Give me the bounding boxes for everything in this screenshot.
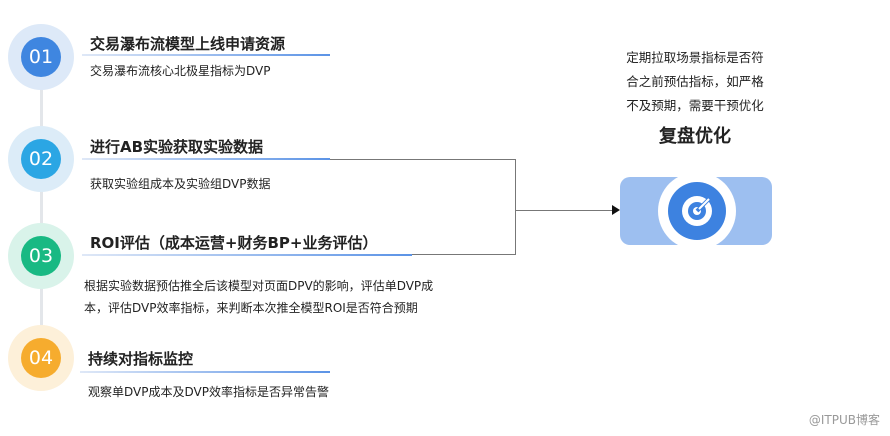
watermark: @ITPUB博客 bbox=[808, 413, 880, 427]
step-04-badge: 04 bbox=[8, 325, 74, 391]
connector-vertical bbox=[515, 159, 516, 254]
step-04-desc: 观察单DVP成本及DVP效率指标是否异常告警 bbox=[88, 385, 329, 399]
step-number: 02 bbox=[21, 139, 61, 179]
step-02-desc: 获取实验组成本及实验组DVP数据 bbox=[90, 177, 271, 191]
review-line: 不及预期，需要干预优化 bbox=[626, 98, 764, 113]
step-03-desc-line1: 根据实验数据预估推全后该模型对页面DPV的影响，评估单DVP成 bbox=[84, 279, 434, 293]
step-03-title: ROI评估（成本运营+财务BP+业务评估） bbox=[90, 234, 378, 252]
arrow-head-icon bbox=[612, 205, 620, 215]
step-02-title: 进行AB实验获取实验数据 bbox=[90, 138, 264, 156]
step-03-badge: 03 bbox=[8, 223, 74, 289]
step-01-desc: 交易瀑布流核心北极星指标为DVP bbox=[90, 64, 271, 78]
timeline-line bbox=[40, 80, 43, 340]
step-01-badge: 01 bbox=[8, 24, 74, 90]
step-01-title: 交易瀑布流模型上线申请资源 bbox=[90, 35, 286, 53]
target-icon bbox=[668, 182, 726, 240]
step-04-underline bbox=[80, 371, 330, 373]
step-number: 01 bbox=[21, 37, 61, 77]
step-01-underline bbox=[82, 54, 330, 56]
step-03-underline bbox=[82, 254, 412, 256]
step-02-badge: 02 bbox=[8, 126, 74, 192]
review-title: 复盘优化 bbox=[659, 126, 731, 147]
connector-bottom bbox=[412, 254, 516, 255]
review-line: 合之前预估指标，如严格 bbox=[626, 74, 764, 89]
step-02-underline bbox=[82, 158, 330, 160]
step-number: 03 bbox=[21, 236, 61, 276]
connector-top bbox=[330, 159, 516, 160]
step-03-desc-line2: 本，评估DVP效率指标，来判断本次推全模型ROI是否符合预期 bbox=[84, 301, 418, 315]
arrow-line bbox=[515, 210, 613, 211]
step-04-title: 持续对指标监控 bbox=[88, 350, 194, 368]
step-number: 04 bbox=[21, 338, 61, 378]
review-line: 定期拉取场景指标是否符 bbox=[626, 50, 764, 65]
review-description: 定期拉取场景指标是否符 合之前预估指标，如严格 不及预期，需要干预优化 bbox=[600, 46, 790, 118]
